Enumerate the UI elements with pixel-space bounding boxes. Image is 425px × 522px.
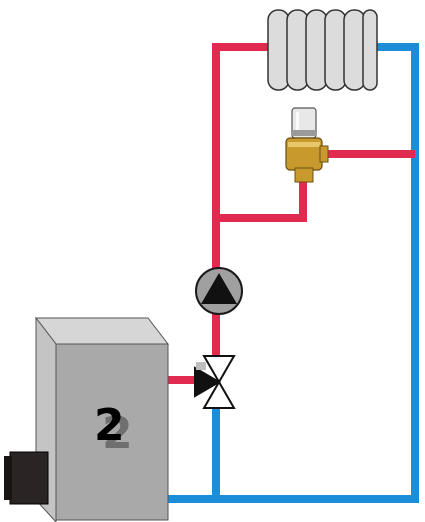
supply-pipe-bypass-branch — [216, 178, 307, 222]
boiler-label: 2 — [94, 400, 125, 451]
circulation-pump — [195, 267, 243, 315]
return-pipes — [165, 43, 419, 503]
burner-box — [9, 451, 49, 505]
boiler: 2 2 — [4, 316, 170, 522]
return-pipe-main — [165, 43, 419, 503]
three-way-mixing-valve — [194, 355, 236, 409]
boiler-label-shadow: 2 — [102, 408, 133, 459]
supply-pipe-main — [212, 43, 270, 360]
radiator — [267, 9, 378, 91]
bypass-valve — [285, 107, 329, 183]
supply-pipes — [165, 43, 415, 384]
